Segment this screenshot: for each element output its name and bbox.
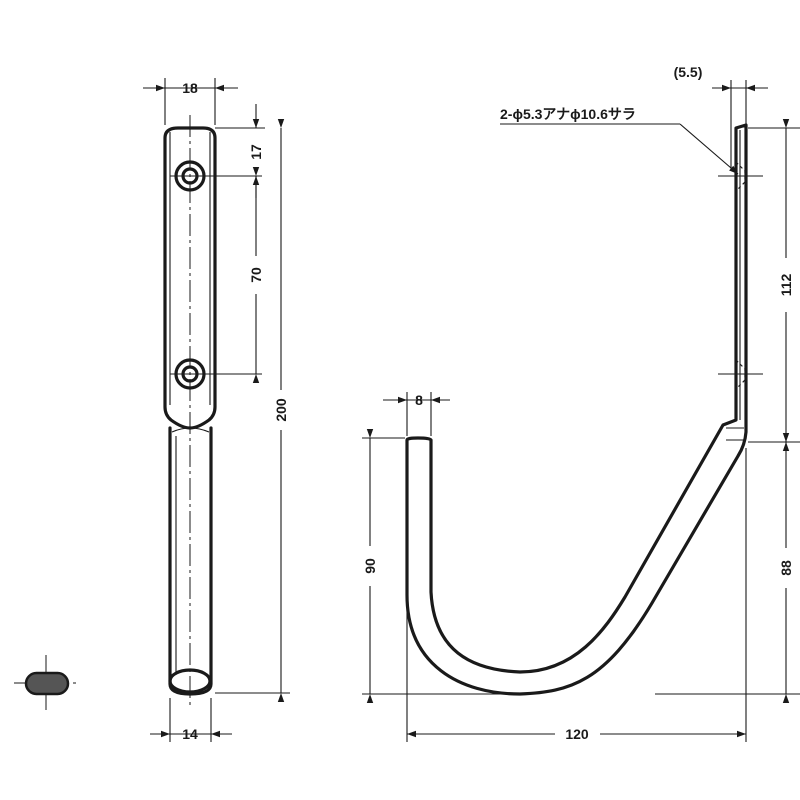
countersunk-hole-upper: [170, 160, 262, 192]
dimension-rod-diameter-label: 8: [415, 392, 423, 408]
dimension-offset: (5.5): [674, 64, 768, 170]
dimension-top-to-hole: 17: [215, 104, 265, 198]
dimension-hole-pitch-label: 70: [248, 267, 264, 283]
dimension-reach: 120: [406, 448, 747, 742]
mounting-plate-outline: [163, 126, 217, 430]
dimension-hook-height-label: 90: [362, 558, 378, 574]
dimension-width-bottom: 14: [150, 698, 232, 742]
hole-spec-callout: 2-ϕ5.3アナϕ10.6サラ: [500, 106, 741, 177]
dimension-width-top: 18: [143, 78, 238, 125]
countersunk-hole-lower: [170, 358, 262, 390]
front-view: 18 14 17 70: [143, 78, 290, 742]
rod-outline: [168, 426, 213, 696]
dimension-rod-diameter: 8: [383, 392, 450, 436]
dimension-top-to-hole-label: 17: [248, 144, 264, 160]
side-view: (5.5) 2-ϕ5.3アナϕ10.6サラ 112 88: [362, 64, 800, 742]
dimension-total-height-label: 200: [273, 398, 289, 422]
hole-spec-label: 2-ϕ5.3アナϕ10.6サラ: [500, 106, 636, 122]
dimension-mount-length: 112: [748, 119, 800, 451]
dimension-total-height: 200: [215, 119, 290, 702]
dimension-reach-label: 120: [565, 726, 589, 742]
hidden-countersink-lower: [718, 359, 763, 390]
dimension-offset-label: (5.5): [674, 64, 703, 80]
dimension-hook-drop: 88: [655, 433, 800, 703]
hook-outline: [405, 123, 748, 696]
dimension-mount-length-label: 112: [778, 273, 794, 296]
dimension-hook-drop-label: 88: [778, 560, 794, 576]
dimension-hole-pitch: 70: [248, 167, 264, 383]
dimension-hook-height: 90: [362, 429, 520, 703]
hidden-countersink-upper: [718, 161, 763, 192]
rod-cross-section: [14, 655, 78, 710]
dimension-width-top-label: 18: [182, 80, 198, 96]
dimension-width-bottom-label: 14: [182, 726, 198, 742]
